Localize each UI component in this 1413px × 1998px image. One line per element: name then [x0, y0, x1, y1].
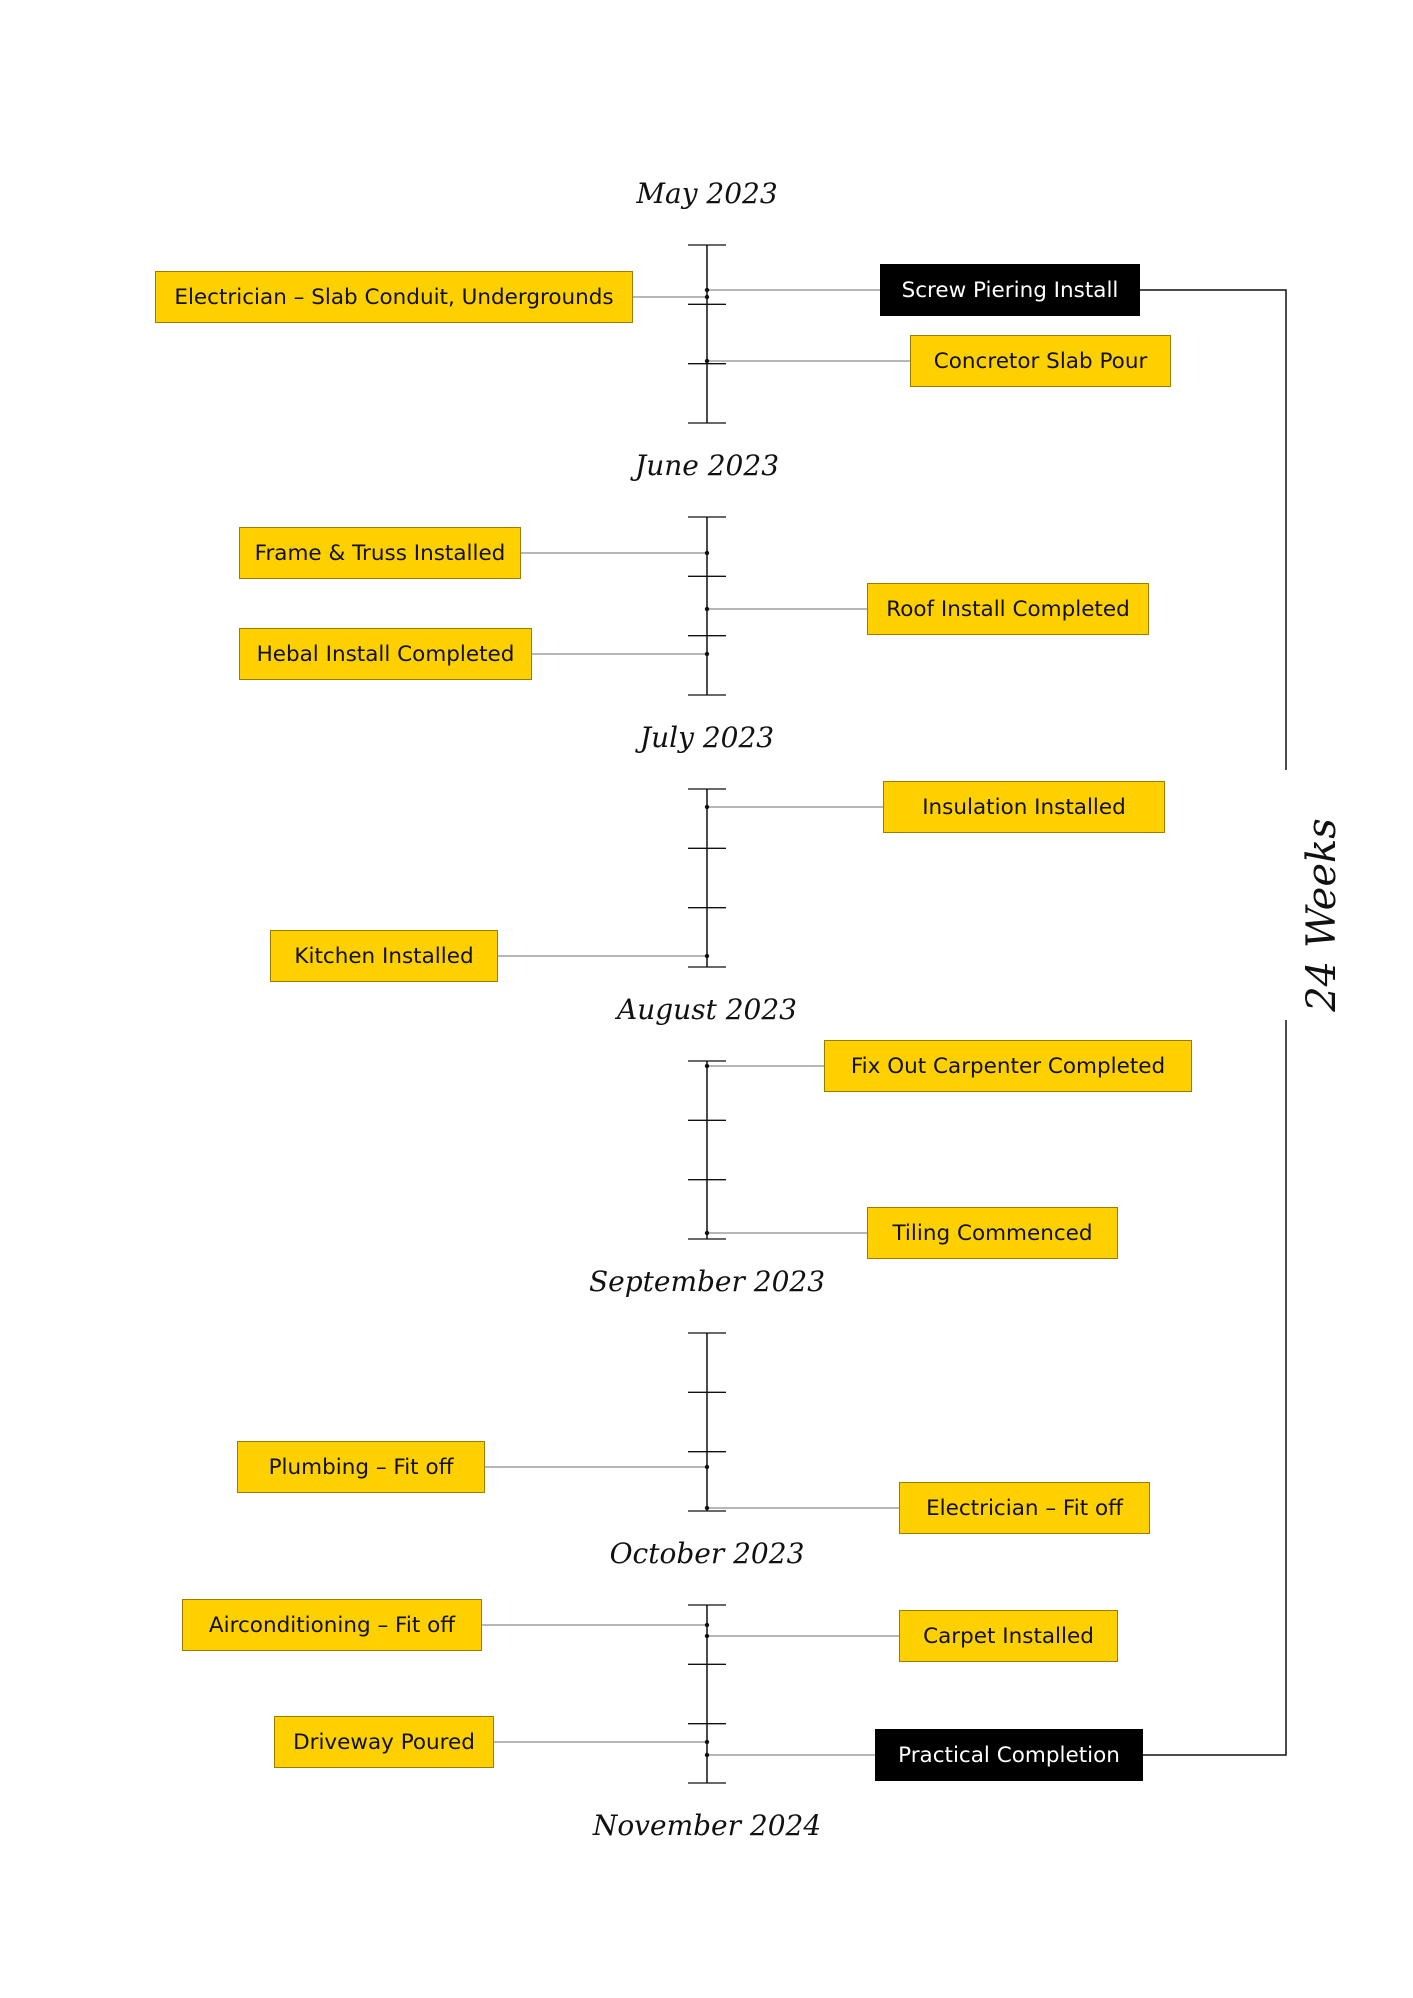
- task-roof-install-completed: Roof Install Completed: [867, 583, 1149, 635]
- task-hebal-install-completed: Hebal Install Completed: [239, 628, 532, 680]
- connector-dot-3: [704, 358, 710, 364]
- task-tiling-commenced: Tiling Commenced: [867, 1207, 1118, 1259]
- task-frame-truss-installed: Frame & Truss Installed: [239, 527, 521, 579]
- task-fix-out-carpenter-completed: Fix Out Carpenter Completed: [824, 1040, 1192, 1092]
- connector-dot-12: [704, 1505, 710, 1511]
- duration-bracket-bottom: [1143, 1020, 1287, 1756]
- month-label-november-2024: November 2024: [592, 1809, 822, 1842]
- connector-dot-1: [704, 294, 710, 300]
- month-label-july-2023: July 2023: [639, 721, 775, 754]
- month-label-may-2023: May 2023: [636, 177, 778, 210]
- duration-bracket-top: [1140, 289, 1287, 770]
- task-insulation-installed: Insulation Installed: [883, 781, 1165, 833]
- connector-dot-15: [704, 1739, 710, 1745]
- task-concretor-slab-pour: Concretor Slab Pour: [910, 335, 1171, 387]
- connector-dot-4: [704, 550, 710, 556]
- task-electrician-fit-off: Electrician – Fit off: [899, 1482, 1150, 1534]
- connector-dot-8: [704, 953, 710, 959]
- task-electrician-slab-conduit: Electrician – Slab Conduit, Undergrounds: [155, 271, 633, 323]
- milestone-screw-piering-install: Screw Piering Install: [880, 264, 1140, 316]
- connector-dot-5: [704, 606, 710, 612]
- connector-dot-16: [704, 1752, 710, 1758]
- connector-dot-7: [704, 804, 710, 810]
- task-carpet-installed: Carpet Installed: [899, 1610, 1118, 1662]
- month-label-september-2023: September 2023: [588, 1265, 826, 1298]
- month-label-june-2023: June 2023: [634, 449, 780, 482]
- connector-dot-9: [704, 1063, 710, 1069]
- milestone-practical-completion: Practical Completion: [875, 1729, 1143, 1781]
- task-driveway-poured: Driveway Poured: [274, 1716, 494, 1768]
- connector-dot-6: [704, 651, 710, 657]
- connector-dot-2: [704, 287, 710, 293]
- connector-dot-14: [704, 1633, 710, 1639]
- connector-dot-10: [704, 1230, 710, 1236]
- connector-dot-11: [704, 1464, 710, 1470]
- task-kitchen-installed: Kitchen Installed: [270, 930, 498, 982]
- month-label-october-2023: October 2023: [609, 1537, 805, 1570]
- task-plumbing-fit-off: Plumbing – Fit off: [237, 1441, 485, 1493]
- month-label-august-2023: August 2023: [617, 993, 797, 1026]
- task-airconditioning-fit-off: Airconditioning – Fit off: [182, 1599, 482, 1651]
- connector-dot-13: [704, 1622, 710, 1628]
- duration-label: 24 Weeks: [1299, 818, 1345, 1012]
